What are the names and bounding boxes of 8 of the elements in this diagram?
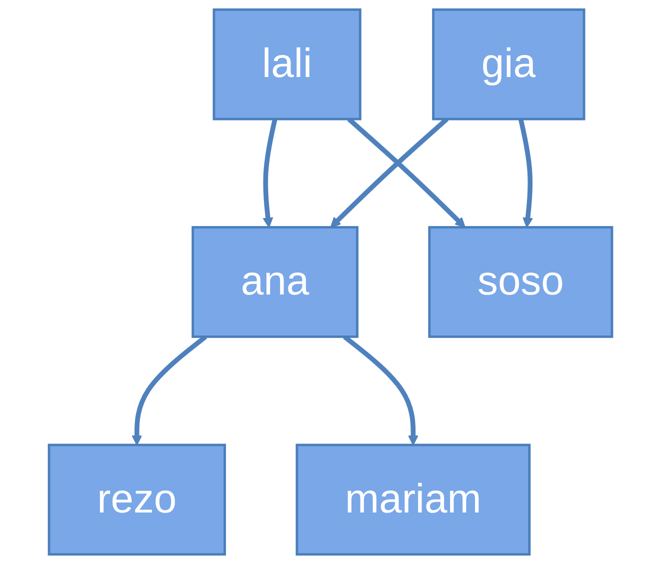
- node-box: rezo: [48, 444, 226, 556]
- arrow: [518, 118, 534, 228]
- node-box: gia: [432, 8, 586, 120]
- node-box: mariam: [296, 444, 531, 556]
- node-box: lali: [212, 8, 362, 120]
- arrow: [262, 118, 278, 228]
- node-box: soso: [428, 226, 614, 338]
- node-box: ana: [192, 226, 358, 338]
